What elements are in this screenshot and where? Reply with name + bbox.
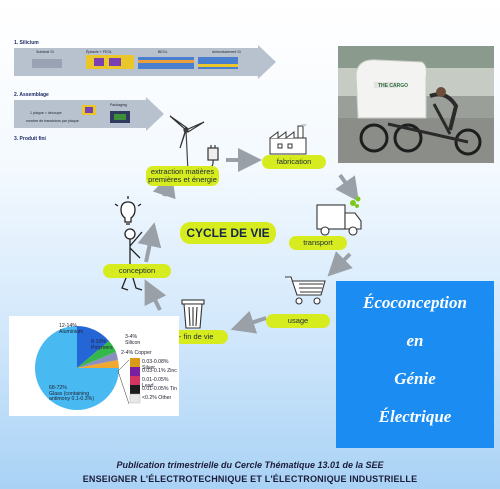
footer-publication: Publication trimestrielle du Cercle Thém… — [116, 460, 384, 470]
stage-transport: transport — [289, 236, 347, 250]
wind-turbine-icon — [169, 115, 219, 173]
title-line-4: Électrique — [378, 407, 452, 426]
cycle-center-label: CYCLE DE VIE — [180, 222, 276, 244]
pie-label-glass: 68-72% Glass (containing antimony 0.1-0.… — [49, 385, 94, 403]
legend-lead: 0.01-0.05% Lead — [142, 377, 169, 389]
strip2-label: 2. Assemblage — [14, 92, 49, 98]
pie-label-copper: 2-4% Copper — [121, 350, 152, 356]
legend-zinc: 0.03-0.1% Zinc — [142, 368, 177, 374]
strip3-label: 3. Produit fini — [14, 136, 46, 142]
pie-label-aluminium: 12-14% Aluminium — [59, 323, 84, 335]
legend-silver: 0.03-0.08% Silver — [142, 359, 169, 371]
stage-extraction: extraction matières premières et énergie — [146, 166, 219, 186]
legend-other: <0.2% Other — [142, 395, 172, 401]
strip1-step-4: Amincissement Si — [212, 50, 241, 54]
stage-fabrication: fabrication — [262, 155, 326, 169]
truck-icon — [316, 196, 362, 236]
strip1-step-2: Épitaxie + FEOL — [86, 50, 113, 54]
strip2-step-1: 1 plaque = découpe — [30, 111, 62, 115]
stage-usage: usage — [266, 314, 330, 328]
strip2-arrow — [14, 97, 164, 131]
material-pie-panel: 12-14% Aluminium 8-10% Polymers 3-4% Sil… — [9, 316, 179, 416]
title-line-2: en — [406, 331, 424, 350]
strip2-step-3: Packaging — [110, 103, 127, 107]
strip1-step-3: BEOL — [158, 50, 168, 54]
material-pie-chart — [35, 326, 141, 410]
factory-icon — [269, 124, 307, 155]
title-box: Écoconception en Génie Électrique — [336, 281, 494, 448]
truck-logo-text: THE CARGO — [378, 83, 408, 89]
pie-label-polymers: 8-10% Polymers — [91, 339, 113, 351]
footer-subtitle: ENSEIGNER L'ÉLECTROTECHNIQUE ET L'ÉLECTR… — [82, 474, 418, 484]
title-line-3: Génie — [394, 369, 436, 388]
cargo-bike-illustration — [338, 46, 494, 163]
shopping-cart-icon — [285, 276, 326, 305]
strip1-label: 1. Silicium — [14, 40, 39, 46]
pie-label-silicon: 3-4% Silicon — [125, 334, 141, 346]
stick-figure-icon — [114, 196, 143, 291]
cargo-bike-photo: THE CARGO — [338, 46, 494, 163]
title-line-1: Écoconception — [363, 293, 467, 312]
trash-can-icon — [181, 299, 205, 329]
strip1-arrow — [14, 45, 276, 79]
strip2-step-2: nombre de transistors par plaque — [26, 119, 79, 123]
legend-tin: 0.01-0.05% Tin — [142, 386, 177, 392]
stage-conception: conception — [103, 264, 171, 278]
strip1-step-1: Substrat Si — [36, 50, 54, 54]
